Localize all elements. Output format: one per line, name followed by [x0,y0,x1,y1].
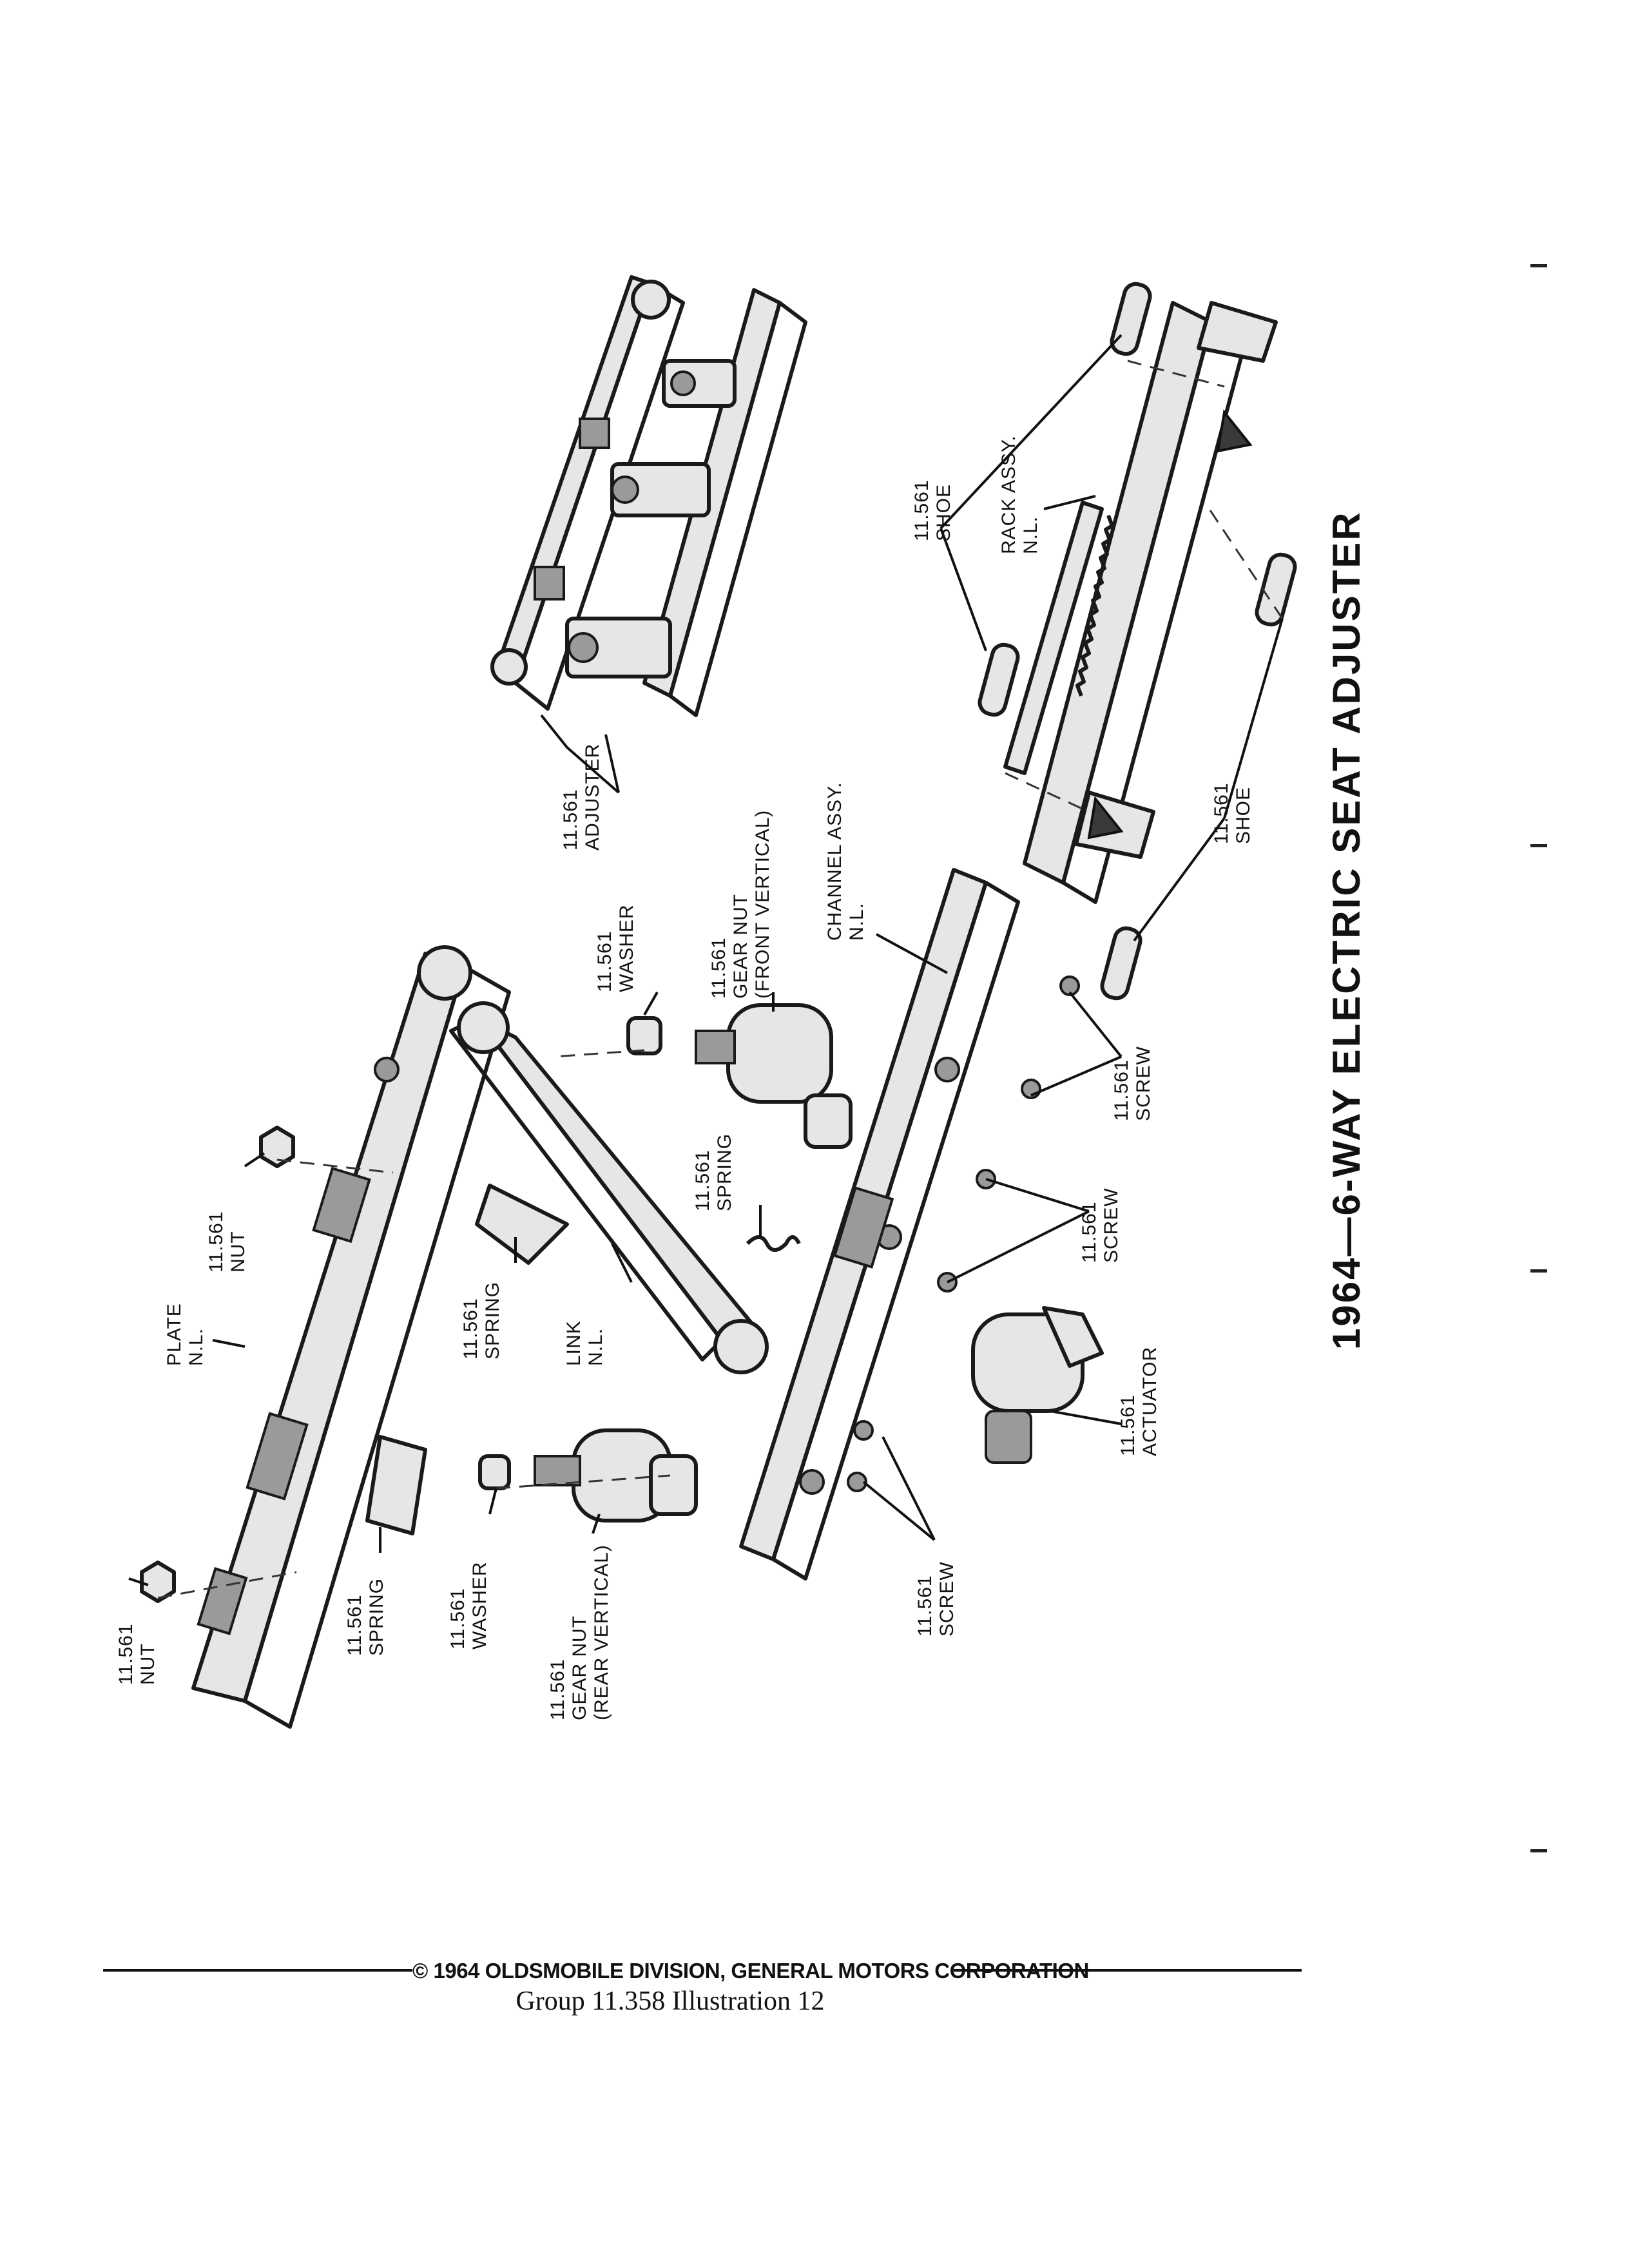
label-screw-mid: 11.561 SCREW [1079,1187,1122,1263]
group-illustration-line: Group 11.358 Illustration 12 [516,1986,825,2016]
diagram-title: 1964—6-WAY ELECTRIC SEAT ADJUSTER [1325,510,1368,1350]
link-part [449,1001,769,1374]
label-link: LINK N.L. [563,1314,606,1366]
copyright-line: © 1964 OLDSMOBILE DIVISION, GENERAL MOTO… [412,1959,1089,1983]
nut-bottom-shape [140,1561,176,1603]
adjuster-assembly [490,275,807,717]
leader-lines [128,334,1284,1586]
label-shoe-top: 11.561 SHOE [911,474,954,541]
washer-top-shape [626,1016,662,1055]
plate-part [191,945,511,1729]
gear-nut-front [695,1003,853,1149]
label-gear-nut-rear: 11.561 GEAR NUT (REAR VERTICAL) [547,1544,612,1720]
label-screw-right: 11.561 SCREW [1111,1046,1154,1121]
label-gear-nut-front: 11.561 GEAR NUT (FRONT VERTICAL) [708,810,773,999]
label-actuator: 11.561 ACTUATOR [1117,1347,1161,1456]
label-screw-bottom: 11.561 SCREW [914,1561,958,1637]
edge-mark [1530,264,1547,267]
label-washer-top: 11.561 WASHER [594,904,637,992]
label-spring-mid: 11.561 SPRING [692,1133,735,1211]
actuator-part [971,1306,1104,1464]
edge-mark [1530,844,1547,847]
label-spring-bottom: 11.561 SPRING [344,1578,387,1656]
alignment-lines [157,360,1284,1599]
label-adjuster: 11.561 ADJUSTER [560,744,603,850]
spring-left-shape [475,1184,569,1265]
spring-mid-shape [746,1235,801,1252]
spring-bottom-shape [365,1435,427,1535]
gear-nut-rear [534,1428,698,1523]
label-nut-bottom: 11.561 NUT [115,1617,159,1685]
label-washer-bottom: 11.561 WASHER [447,1561,490,1649]
hardware [140,975,1080,1603]
label-nut-top: 11.561 NUT [206,1205,249,1273]
label-shoe-bottom: 11.561 SHOE [1211,776,1254,844]
washer-bottom-shape [478,1454,511,1490]
channel-part [739,868,1020,1581]
footer-rule-left [103,1969,412,1972]
label-rack-assy: RACK ASSY. N.L. [998,429,1041,554]
edge-mark [1530,1269,1547,1273]
rack-assembly [978,282,1297,1001]
label-channel-assy: CHANNEL ASSY. N.L. [824,776,867,941]
edge-mark [1530,1849,1547,1852]
label-spring-left: 11.561 SPRING [460,1282,503,1360]
footer-rule-right [954,1969,1302,1972]
label-plate: PLATE N.L. [164,1297,207,1366]
callout-labels: 11.561 ADJUSTER 11.561 SHOE RACK ASSY. N… [115,429,1254,1720]
